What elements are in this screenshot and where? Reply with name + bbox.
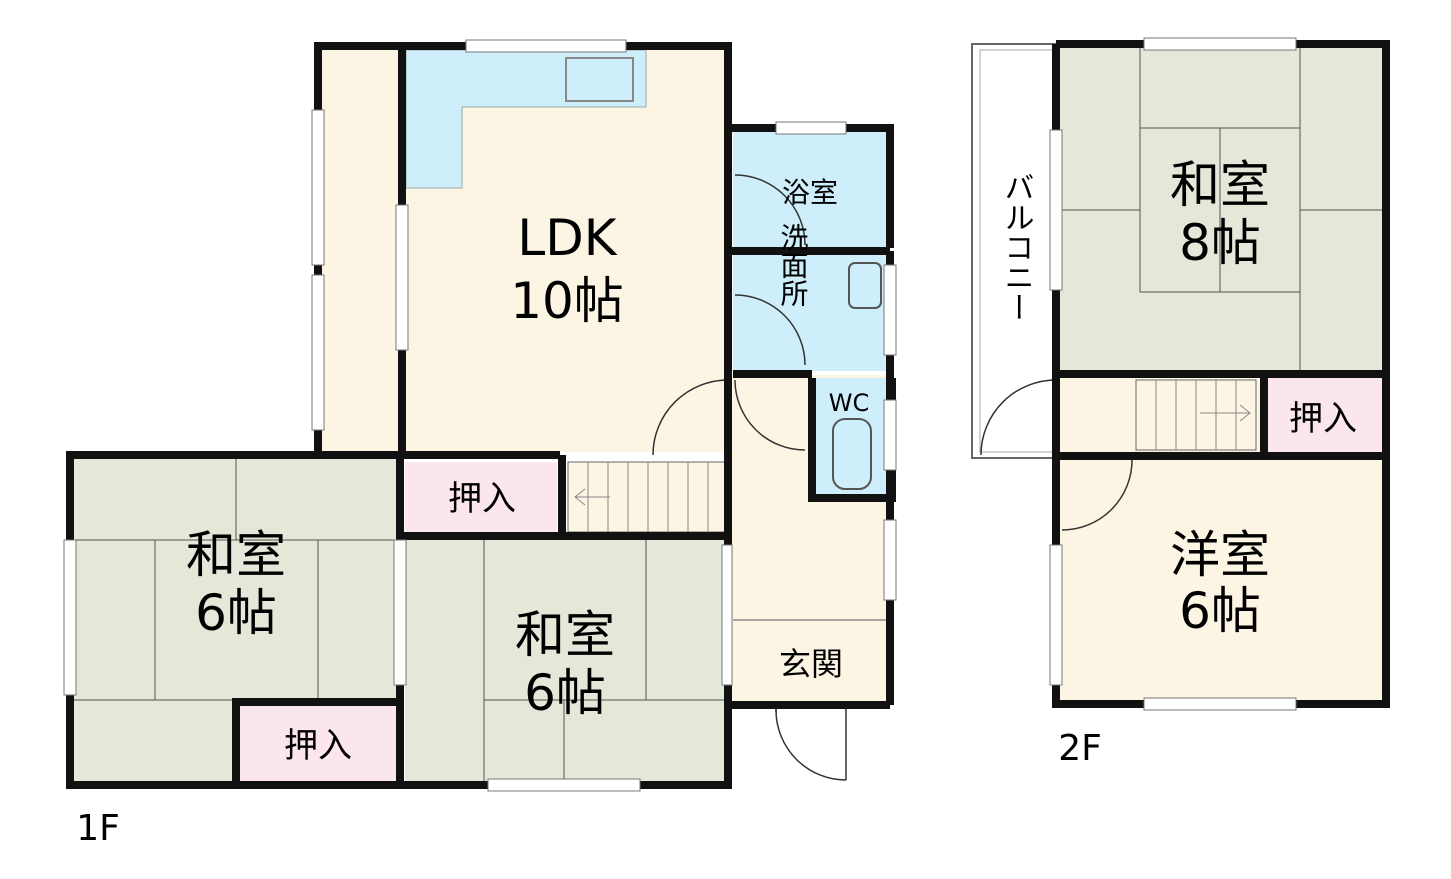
youshitsu-size: 6帖	[1179, 582, 1261, 640]
washitsu-center-name: 和室	[515, 606, 615, 664]
washitsu-8-name: 和室	[1170, 156, 1270, 214]
corridor-strip	[318, 46, 402, 452]
washitsu-left-size: 6帖	[195, 584, 277, 642]
toilet-name: WC	[829, 389, 870, 417]
washroom-name: 洗面所	[777, 223, 810, 307]
ldk-name: LDK	[517, 209, 617, 267]
stair-treads-2f	[1155, 380, 1251, 450]
floor-2-label: 2F	[1058, 728, 1102, 769]
washroom-room	[733, 255, 890, 371]
youshitsu-room	[1060, 460, 1384, 700]
bath-room	[733, 128, 890, 248]
washitsu-left-name: 和室	[186, 526, 286, 584]
floor-1: LDK 10帖 浴室 洗面所 WC 玄関 押入 押入 和室 6帖 和室 6帖 1…	[63, 39, 897, 849]
floor-2: バルコニー 和室 8帖 押入 洋室 6帖 2F	[971, 37, 1390, 769]
washitsu-center-size: 6帖	[524, 664, 606, 722]
stair-treads-1f	[574, 462, 709, 532]
tatami-lines-2f	[1060, 46, 1384, 370]
balcony-inner	[979, 49, 1057, 453]
entrance-room	[733, 620, 889, 701]
closet-left-name: 押入	[284, 726, 352, 766]
closet-2f-room	[1268, 378, 1384, 454]
windows-2f	[1049, 37, 1297, 711]
youshitsu-name: 洋室	[1170, 526, 1270, 584]
closet-center-room	[405, 462, 557, 532]
washitsu-center-room	[405, 540, 725, 781]
bath-name: 浴室	[782, 176, 838, 209]
washitsu-8-room	[1060, 46, 1384, 370]
closet-center-name: 押入	[448, 479, 516, 519]
floor-1-label: 1F	[76, 808, 120, 849]
doors-2f	[980, 379, 1133, 531]
closet-left-room	[240, 704, 396, 781]
closet-2f-name: 押入	[1289, 399, 1357, 439]
doors-1f	[652, 174, 847, 781]
wash-basin-icon	[848, 262, 882, 309]
tatami-lines-1f	[74, 457, 889, 781]
washitsu-8-size: 8帖	[1179, 214, 1261, 272]
toilet-room	[812, 378, 888, 494]
entrance-name: 玄関	[779, 645, 843, 683]
balcony-name: バルコニー	[999, 172, 1034, 322]
windows-1f	[63, 39, 897, 792]
ldk-size: 10帖	[510, 272, 624, 330]
toilet-bowl-icon	[832, 418, 872, 490]
kitchen-sink	[565, 57, 634, 102]
